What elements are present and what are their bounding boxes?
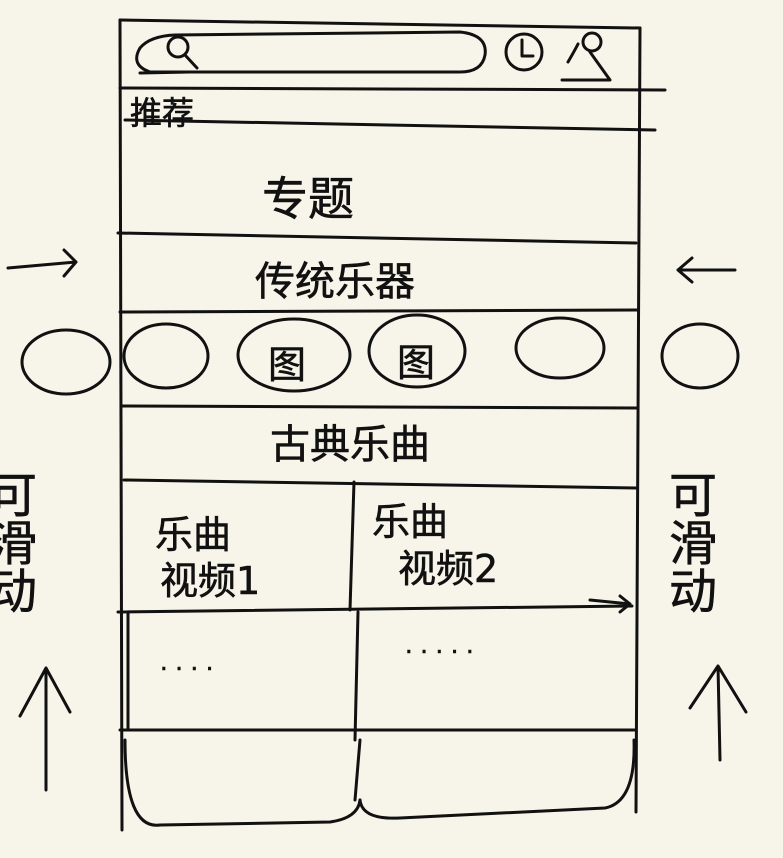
ancient-music-divider: [122, 478, 638, 490]
arrow-up-icon: [688, 664, 748, 762]
ancient-music-label[interactable]: 古典乐曲: [270, 422, 431, 469]
user-icon[interactable]: [560, 31, 612, 82]
search-icon[interactable]: [166, 35, 199, 70]
arrow-up-icon: [18, 666, 72, 792]
video-grid: [116, 480, 638, 827]
image-icon-label: 图: [397, 341, 435, 385]
scroll-note-right: 可滑动: [660, 470, 748, 762]
topic-divider: [116, 231, 638, 245]
scroll-note-text: 可滑动: [660, 470, 716, 614]
image-icon-label: 图: [268, 343, 306, 387]
carousel-item[interactable]: [514, 316, 606, 380]
arrow-right-icon: [6, 248, 78, 278]
scroll-note-text: 可滑动: [0, 470, 36, 614]
carousel-item[interactable]: [660, 322, 740, 390]
video-card[interactable]: 乐曲 视频2: [372, 500, 499, 592]
carousel-item[interactable]: [367, 313, 467, 389]
video-subtitle: 视频1: [160, 559, 260, 603]
instruments-label[interactable]: 传统乐器: [255, 259, 416, 306]
carousel-item[interactable]: [236, 317, 352, 393]
phone-frame: [118, 18, 642, 832]
more-placeholder: · · · · ·: [405, 638, 474, 666]
carousel-divider: [120, 404, 640, 410]
topic-banner-label[interactable]: 专题: [262, 172, 355, 227]
arrow-left-icon: [676, 256, 737, 284]
recommend-underline: [123, 118, 657, 132]
tab-recommend[interactable]: 推荐: [130, 94, 195, 133]
video-title: 乐曲: [372, 500, 448, 544]
video-title: 乐曲: [155, 513, 231, 557]
scroll-note-left: 可滑动: [0, 470, 72, 792]
search-bar[interactable]: [135, 30, 487, 74]
instrument-carousel[interactable]: 图 图: [20, 313, 740, 396]
more-placeholder: . . . .: [160, 648, 213, 676]
instruments-divider: [118, 308, 640, 314]
video-card[interactable]: 乐曲 视频1: [155, 513, 261, 604]
video-subtitle: 视频2: [398, 547, 498, 591]
clock-icon[interactable]: [504, 32, 544, 72]
carousel-item[interactable]: [122, 322, 210, 390]
carousel-item[interactable]: [20, 328, 112, 396]
